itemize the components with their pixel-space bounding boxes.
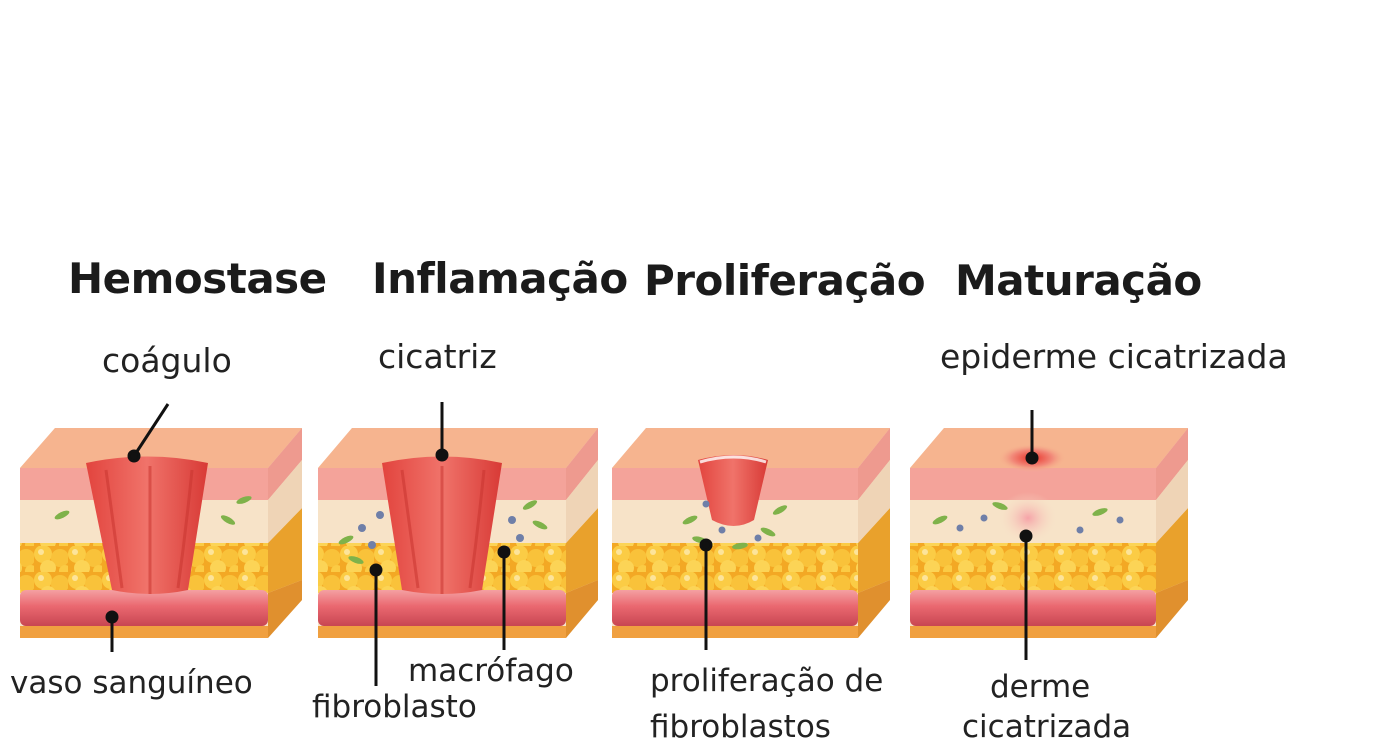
label-vaso-sanguineo: vaso sanguíneo <box>10 668 253 699</box>
label-coagulo: coágulo <box>102 344 232 377</box>
label-epiderme-cicatrizada: epiderme cicatrizada <box>940 340 1288 373</box>
skin-block-hemostase <box>20 428 302 638</box>
label-macrofago: macrófago <box>408 656 574 687</box>
skin-block-maturacao <box>910 428 1188 638</box>
label-proliferacao-line1: proliferação de <box>650 666 883 697</box>
skin-block-proliferacao <box>612 428 890 638</box>
skin-block-inflamacao <box>318 428 598 638</box>
label-fibroblasto: fibroblasto <box>312 692 477 723</box>
label-derme-line1: derme <box>990 672 1090 703</box>
label-cicatriz: cicatriz <box>378 340 497 373</box>
label-derme-line2: cicatrizada <box>962 712 1131 743</box>
label-proliferacao-line2: fibroblastos <box>650 712 831 743</box>
